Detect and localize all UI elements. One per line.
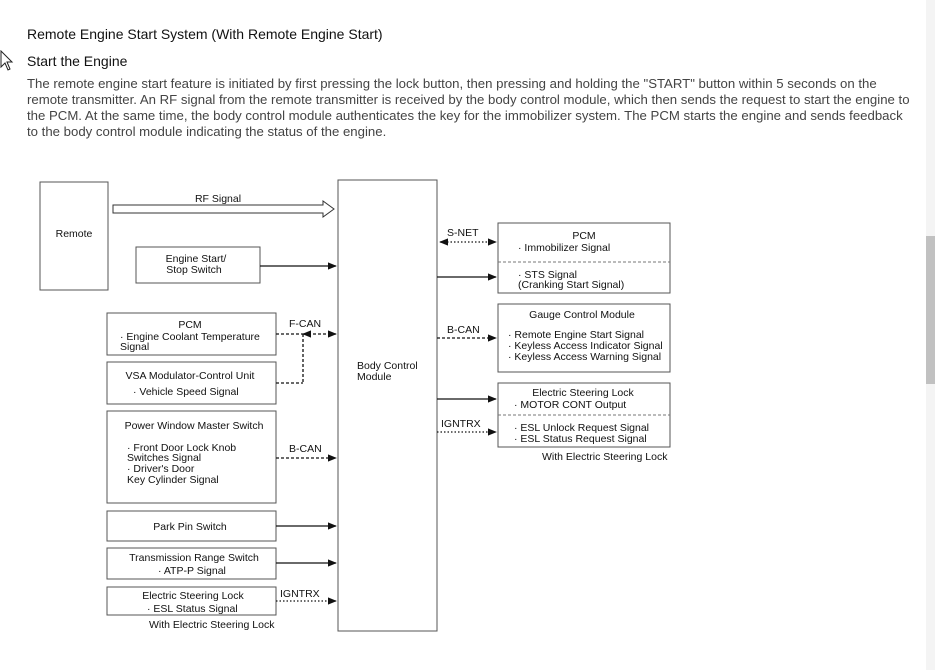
engine-switch-label-2: Stop Switch (166, 264, 222, 276)
gauge-line2: · Keyless Access Indicator Signal (508, 340, 663, 352)
power-window-line4: Key Cylinder Signal (127, 474, 219, 486)
igntrx-output-connection: IGNTRX (437, 418, 497, 436)
vsa-line1: · Vehicle Speed Signal (133, 386, 239, 398)
remote-box: Remote (39, 181, 109, 291)
body-control-module: Body Control Module (337, 179, 438, 632)
s-net-connection: S-NET (439, 227, 497, 246)
vsa-modulator-box: VSA Modulator-Control Unit · Vehicle Spe… (106, 361, 277, 405)
power-window-line2: Switches Signal (127, 452, 201, 464)
f-can-label: F-CAN (289, 318, 321, 330)
f-can-connection: F-CAN (276, 318, 337, 384)
igntrx-input-label: IGNTRX (280, 588, 320, 600)
gauge-title: Gauge Control Module (529, 309, 635, 321)
pcm-input-title: PCM (178, 319, 201, 331)
rf-signal-label: RF Signal (195, 193, 241, 205)
esl-input-title: Electric Steering Lock (142, 590, 244, 602)
b-can-output-label: B-CAN (447, 324, 480, 336)
pcm-input-box: PCM · Engine Coolant Temperature Signal (106, 312, 277, 356)
park-pin-switch-box: Park Pin Switch (106, 510, 277, 542)
rf-signal-arrow: RF Signal (112, 193, 335, 218)
esl-input-note: With Electric Steering Lock (149, 619, 275, 631)
power-window-line3: · Driver's Door (127, 463, 195, 475)
igntrx-input-connection: IGNTRX (276, 588, 337, 605)
gauge-line1: · Remote Engine Start Signal (508, 329, 644, 341)
esl-output-title: Electric Steering Lock (532, 387, 634, 399)
pcm-output-line1: · Immobilizer Signal (518, 242, 610, 254)
mouse-cursor-icon (0, 50, 14, 71)
b-can-output-connection: B-CAN (437, 324, 497, 342)
bcm-label-2: Module (357, 371, 392, 383)
pcm-input-line1: · Engine Coolant Temperature (120, 331, 260, 343)
scrollbar-thumb[interactable] (926, 236, 935, 384)
esl-output-box: Electric Steering Lock · MOTOR CONT Outp… (497, 382, 671, 463)
power-window-master-switch-box: Power Window Master Switch · Front Door … (106, 410, 277, 504)
esl-output-line2: · ESL Unlock Request Signal (514, 422, 649, 434)
esl-input-line1: · ESL Status Signal (147, 603, 238, 615)
b-can-input-connection: B-CAN (276, 443, 337, 462)
engine-start-stop-switch-box: Engine Start/ Stop Switch (135, 246, 261, 284)
bcm-label-1: Body Control (357, 360, 418, 372)
page-title: Remote Engine Start System (With Remote … (27, 26, 383, 42)
esl-input-box: Electric Steering Lock · ESL Status Sign… (106, 586, 277, 631)
esl-output-line1: · MOTOR CONT Output (514, 399, 626, 411)
pcm-input-line2: Signal (120, 341, 149, 353)
esl-output-note: With Electric Steering Lock (542, 451, 668, 463)
esl-output-line3: · ESL Status Request Signal (514, 433, 647, 445)
pcm-output-title: PCM (572, 230, 595, 242)
s-net-label: S-NET (447, 227, 479, 239)
description-paragraph: The remote engine start feature is initi… (27, 76, 910, 139)
transmission-range-switch-box: Transmission Range Switch · ATP-P Signal (106, 547, 277, 580)
pcm-output-box: PCM · Immobilizer Signal · STS Signal (C… (497, 222, 671, 294)
gauge-control-module-box: Gauge Control Module · Remote Engine Sta… (497, 303, 671, 373)
gauge-line3: · Keyless Access Warning Signal (508, 351, 661, 363)
power-window-title: Power Window Master Switch (125, 420, 264, 432)
section-heading: Start the Engine (27, 53, 128, 69)
pcm-output-line2: · STS Signal (518, 269, 577, 281)
trans-range-title: Transmission Range Switch (129, 552, 259, 564)
igntrx-output-label: IGNTRX (441, 418, 481, 430)
pcm-output-line3: (Cranking Start Signal) (518, 279, 624, 291)
b-can-input-label: B-CAN (289, 443, 322, 455)
vsa-title: VSA Modulator-Control Unit (126, 370, 255, 382)
trans-range-line1: · ATP-P Signal (158, 565, 226, 577)
power-window-line1: · Front Door Lock Knob (127, 442, 236, 454)
engine-switch-label-1: Engine Start/ (166, 253, 227, 265)
remote-label: Remote (56, 228, 93, 240)
park-pin-label: Park Pin Switch (153, 521, 227, 533)
